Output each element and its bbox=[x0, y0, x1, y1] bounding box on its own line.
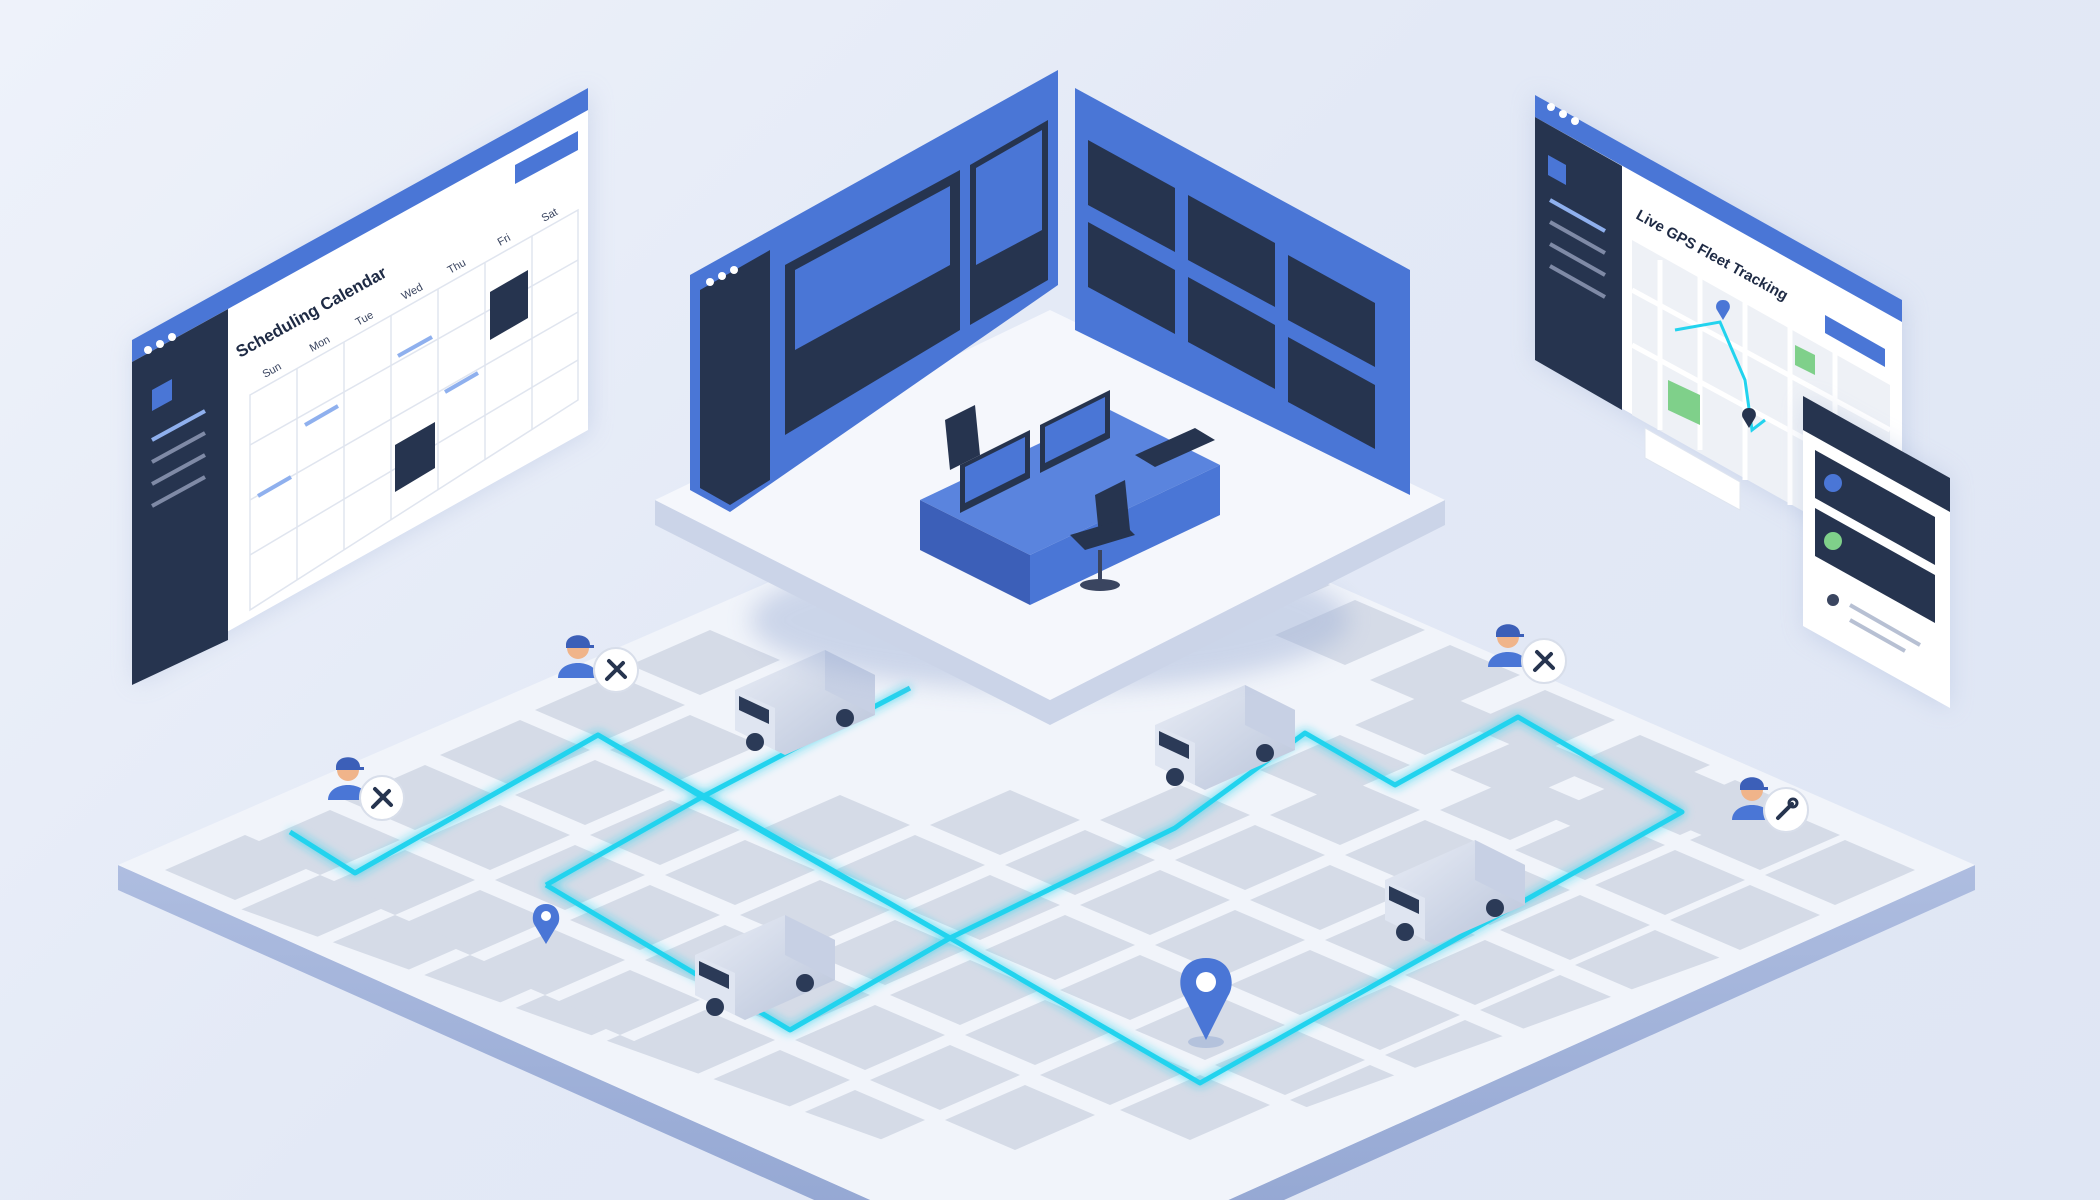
service-van-4[interactable] bbox=[695, 915, 835, 1020]
sidebar-logo bbox=[152, 379, 172, 411]
wrench-screwdriver-icon bbox=[593, 647, 639, 693]
calendar-action-button[interactable] bbox=[515, 131, 578, 184]
desk-monitor-1 bbox=[960, 430, 1030, 513]
location-pin-small[interactable] bbox=[532, 904, 560, 944]
tracking-pin-end bbox=[1742, 408, 1756, 428]
service-van-2[interactable] bbox=[1155, 685, 1295, 790]
technician-4[interactable] bbox=[1732, 777, 1809, 833]
technician-3[interactable] bbox=[1488, 624, 1567, 684]
calendar-titlebar bbox=[132, 88, 588, 362]
tracking-action-button[interactable] bbox=[1825, 315, 1885, 367]
dispatch-desk[interactable] bbox=[920, 390, 1220, 605]
technician-2[interactable] bbox=[328, 757, 405, 821]
calendar-frame bbox=[132, 88, 588, 685]
city-map bbox=[118, 460, 1975, 1200]
tracking-route bbox=[1674, 320, 1766, 433]
calendar-sidebar bbox=[132, 309, 228, 685]
scheduling-calendar-window[interactable]: Scheduling Calendar Sun Mon Tue Wed Thu … bbox=[132, 88, 590, 685]
wrench-screwdriver-icon bbox=[359, 775, 405, 821]
desk-monitor-2 bbox=[1040, 390, 1110, 473]
technician-1[interactable] bbox=[558, 635, 639, 693]
office-chair-2 bbox=[1070, 480, 1135, 591]
service-van-3[interactable] bbox=[1385, 840, 1525, 945]
control-room bbox=[655, 70, 1445, 725]
desk-panel bbox=[1135, 428, 1215, 467]
mobile-header bbox=[1803, 396, 1950, 512]
tracking-pin-start bbox=[1716, 300, 1730, 320]
office-chair-1 bbox=[945, 405, 980, 470]
wrench-screwdriver-icon bbox=[1521, 638, 1567, 684]
location-pin-large[interactable] bbox=[1180, 958, 1232, 1048]
tracking-sidebar-items[interactable] bbox=[1549, 198, 1606, 299]
calendar-grid[interactable] bbox=[249, 208, 579, 612]
route-d bbox=[788, 935, 952, 1033]
tracking-sidebar bbox=[1535, 117, 1622, 410]
calendar-events[interactable] bbox=[257, 270, 528, 498]
svg-text:Fri: Fri bbox=[496, 232, 513, 249]
wall-cards bbox=[1088, 140, 1375, 449]
city-blocks bbox=[165, 555, 1915, 1155]
tracking-map-card[interactable] bbox=[1644, 427, 1741, 511]
wrench-icon bbox=[1763, 787, 1809, 833]
mobile-list[interactable] bbox=[1815, 450, 1935, 653]
mobile-panel[interactable] bbox=[1803, 396, 1950, 710]
calendar-sidebar-items[interactable] bbox=[151, 409, 206, 508]
map-edge bbox=[118, 865, 1975, 1200]
tracking-titlebar bbox=[1535, 95, 1902, 322]
